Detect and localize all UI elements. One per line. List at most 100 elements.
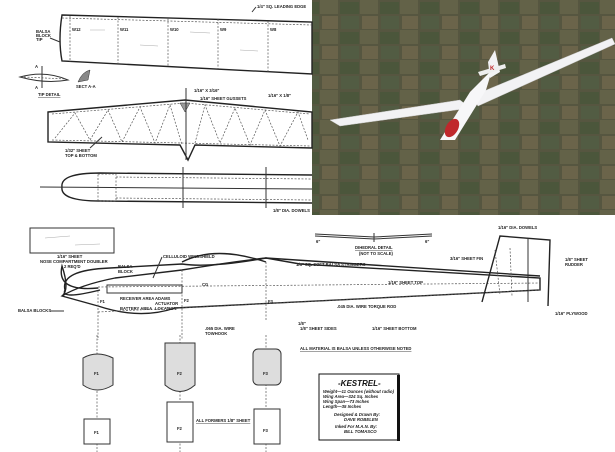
plan-line xyxy=(97,289,541,313)
plan-label: RECEIVER AREA xyxy=(120,296,154,301)
plan-label: RUDDER xyxy=(565,262,583,267)
plan-label: 1/16" SHEET xyxy=(57,254,83,259)
plan-label: F2 xyxy=(184,298,190,303)
plan-line xyxy=(166,401,194,443)
plan-label: F2 xyxy=(177,426,183,431)
plan-line xyxy=(181,252,267,263)
plan-line xyxy=(481,235,551,307)
plan-line xyxy=(106,284,183,294)
plan-line xyxy=(29,227,115,254)
plan-line xyxy=(494,249,501,296)
nose-doubler: 1/16" SHEET NOSE COMPARTMENT DOUBLER 2 R… xyxy=(29,227,115,269)
plan-line xyxy=(54,103,183,146)
plan-line xyxy=(397,375,400,441)
plan-line xyxy=(59,14,313,75)
plan-line xyxy=(251,6,257,13)
plan-line xyxy=(115,176,313,180)
plan-label: ACTUATOR xyxy=(155,301,178,306)
plan-label: 1/8" SHEET xyxy=(565,257,588,262)
plan-label: F1 xyxy=(94,430,100,435)
plan-label: F3 xyxy=(263,428,269,433)
plan-line xyxy=(44,235,71,239)
plan-label: 1/16" SHEET BOTTOM xyxy=(372,326,417,331)
plan-line xyxy=(252,348,282,386)
plan-label: ADAMS xyxy=(155,296,171,301)
plan-label: F3 xyxy=(268,299,274,304)
plan-label: Designed & Drawn By: xyxy=(334,412,381,417)
fuselage-side-view: RECEIVER AREA BATTERY AREA ADAMS ACTUATO… xyxy=(18,225,588,340)
plan-label: BLOCK xyxy=(118,269,133,274)
plan-label: TOWHOOK xyxy=(205,331,227,336)
plan-line xyxy=(179,102,191,113)
plan-label: (NOT TO SCALE) xyxy=(359,251,393,256)
plan-label: CELLULOID WINDSHIELD xyxy=(163,254,215,259)
plan-line xyxy=(139,44,159,47)
plan-label: 1/16" PLYWOOD xyxy=(555,311,588,316)
plan-line xyxy=(23,76,67,80)
plan-line xyxy=(60,257,541,315)
plan-label: DIHEDRAL DETAIL xyxy=(355,245,393,250)
plan-label: 1/4" SQ. LEADING EDGE xyxy=(257,4,306,9)
plan-label: TIP DETAIL xyxy=(38,92,61,97)
plan-label: NOSE COMPARTMENT DOUBLER xyxy=(40,259,108,264)
plan-label: Wing Span—73 Inches xyxy=(323,399,370,404)
plan-label: 1/8" SHEET SIDES xyxy=(300,326,337,331)
plan-label: .045 DIA. WIRE TORQUE ROD xyxy=(337,304,396,309)
plan-label: F3 xyxy=(263,371,269,376)
wing-panel-top-view: W12 W11 W10 W9 W8 1/4" SQ. LEADING EDGE … xyxy=(18,4,313,97)
plan-label: A xyxy=(35,85,38,90)
glider-photo: K xyxy=(312,0,615,215)
plan-label: Inked For M.A.N. By: xyxy=(335,424,378,429)
plan-label: TIP xyxy=(36,37,43,42)
plan-label: K xyxy=(490,66,495,72)
plan-label: F1 xyxy=(94,371,100,376)
plan-label: TOP & BOTTOM xyxy=(65,153,97,158)
plan-line xyxy=(509,247,513,297)
plan-line xyxy=(97,282,541,288)
plan-line xyxy=(318,373,400,441)
plan-label: 1/8" DIA. DOWELS xyxy=(273,208,310,213)
plan-label: Weight—11 Ounces (without radio) xyxy=(323,389,395,394)
plan-line xyxy=(152,256,163,279)
formers: F1 F2 F3 F1 F2 F3 ALL FORMERS 1/8" SHEET xyxy=(82,335,282,452)
plan-label: 1/16" DIA. DOWELS xyxy=(498,225,537,230)
plan-line xyxy=(74,243,101,246)
plan-label: A xyxy=(35,64,38,69)
plan-label: Length—35 Inches xyxy=(323,404,362,409)
plan-label: .065 DIA. WIRE xyxy=(205,326,235,331)
plan-line xyxy=(82,353,114,391)
title-block: -KESTREL- Weight—11 Ounces (without radi… xyxy=(318,373,400,441)
plan-label: -KESTREL- xyxy=(338,379,381,388)
plan-label: W10 xyxy=(170,27,179,32)
plan-label: W9 xyxy=(220,27,227,32)
plan-label: 3/16" SHEET FIN xyxy=(450,256,483,261)
plan-label: DAVE ROBELEN xyxy=(344,417,379,422)
plan-line xyxy=(89,136,103,149)
plan-line xyxy=(61,17,313,26)
plan-line xyxy=(189,31,211,34)
plan-label: W8 xyxy=(270,27,277,32)
plan-label: 1/16" X 1/8" xyxy=(268,93,291,98)
plan-label: BILL TOMASCO xyxy=(344,429,377,434)
plan-label: 1/16" SHEET GUSSETS xyxy=(200,96,247,101)
plan-line xyxy=(18,73,70,82)
plan-label: 1/32" SHEET xyxy=(65,148,91,153)
plan-label: 1/4" SQ. SOFT BALSA STRINGERS xyxy=(296,262,366,267)
plan-label: BLOCK xyxy=(36,33,51,38)
plan-label: SECT A-A xyxy=(76,84,96,89)
fuselage-top-view: 1/8" DIA. DOWELS xyxy=(39,167,313,213)
plan-label: 1/8" xyxy=(298,321,306,326)
plan-label: 6" xyxy=(425,239,429,244)
plan-line xyxy=(97,173,117,202)
stabilizer-top-view: 1/16" X 3/16" 1/16" SHEET GUSSETS 1/16" … xyxy=(47,88,313,162)
plan-line xyxy=(444,118,460,138)
plan-label: 1/16" X 3/16" xyxy=(194,88,219,93)
plan-line xyxy=(51,102,311,147)
plan-label: BALSA xyxy=(36,29,50,34)
plan-label: 1/16" SHEET TOP xyxy=(388,280,423,285)
plan-label: F1 xyxy=(100,299,106,304)
plan-line xyxy=(194,103,309,147)
plan-label: Wing Area—324 Sq. Inches xyxy=(323,394,379,399)
